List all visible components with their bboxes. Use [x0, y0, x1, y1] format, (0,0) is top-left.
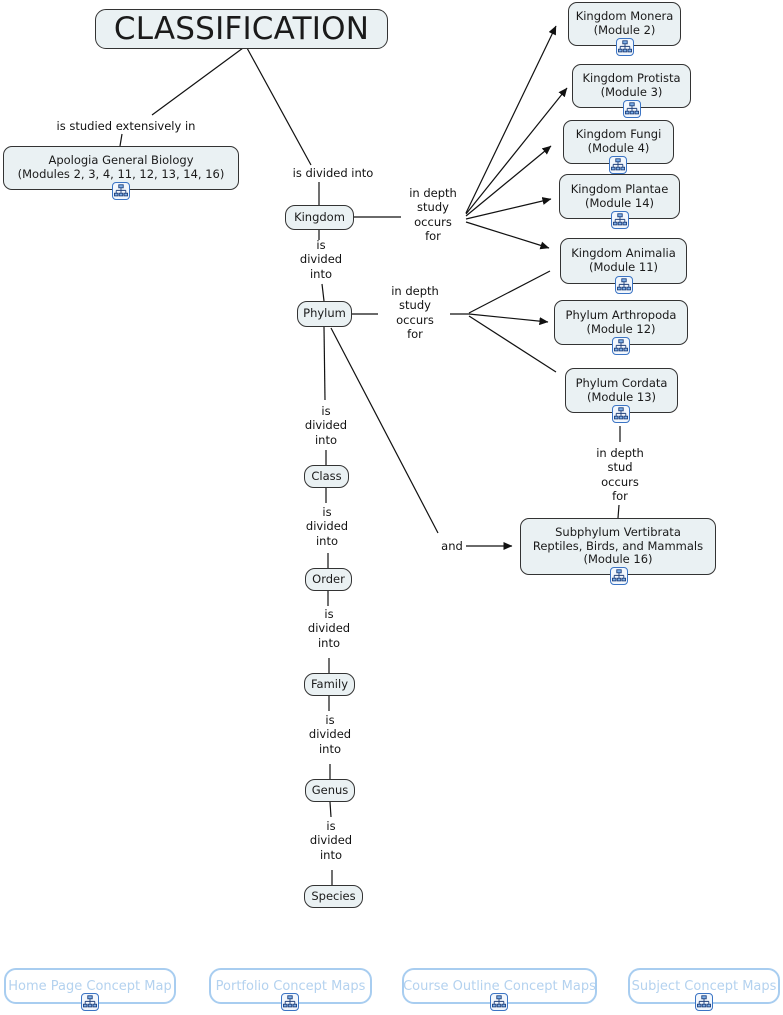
node-order[interactable]: Order	[305, 568, 352, 591]
node-kingdom[interactable]: Kingdom	[285, 205, 354, 230]
node-kingdom-monera-line2: (Module 2)	[593, 23, 656, 37]
node-phylum-arthropoda-line2: (Module 12)	[586, 321, 656, 336]
concept-map-icon[interactable]	[112, 182, 130, 200]
node-kingdom-fungi-line1: Kingdom Fungi	[575, 127, 662, 142]
link-label-phylum-in-depth: in depth study occurs for	[391, 284, 439, 341]
node-phylum-cordata-line1: Phylum Cordata	[575, 375, 668, 390]
nav-button-label: Portfolio Concept Maps	[215, 978, 366, 994]
node-kingdom-monera[interactable]: Kingdom Monera (Module 2)	[568, 2, 681, 46]
edge-phylum-class-a	[323, 326, 326, 401]
concept-map-icon[interactable]	[612, 337, 630, 355]
edge-depth-animalia	[465, 221, 550, 250]
node-kingdom-plantae-line1: Kingdom Plantae	[570, 181, 669, 196]
edge-hub2-cordata	[468, 315, 557, 373]
node-kingdom-animalia-line1: Kingdom Animalia	[571, 246, 676, 261]
node-family[interactable]: Family	[304, 673, 355, 696]
link-label-kingdom-phylum: is divided into	[299, 238, 343, 281]
link-label-divided-into: is divided into	[292, 166, 374, 180]
link-label-class-order: is divided into	[305, 505, 349, 548]
node-classification[interactable]: CLASSIFICATION	[95, 9, 388, 49]
node-kingdom-monera-line1: Kingdom Monera	[575, 9, 674, 24]
node-kingdom-protista-line1: Kingdom Protista	[582, 71, 681, 86]
edge-depthlabel-vertibrata	[617, 504, 620, 519]
node-classification-label: CLASSIFICATION	[113, 10, 370, 47]
node-phylum-cordata-line2: (Module 13)	[586, 389, 657, 404]
node-species[interactable]: Species	[304, 885, 363, 908]
edge-classification-divided	[246, 47, 312, 166]
concept-map-icon[interactable]	[81, 993, 99, 1011]
node-genus[interactable]: Genus	[305, 779, 355, 802]
node-kingdom-plantae-line2: (Module 14)	[584, 195, 655, 210]
edge-depth-monera	[465, 25, 557, 214]
nav-button-course-outline-concept-maps[interactable]: Course Outline Concept Maps	[402, 968, 597, 1004]
node-phylum-label: Phylum	[303, 306, 346, 321]
node-family-label: Family	[311, 676, 349, 691]
concept-map-icon[interactable]	[490, 993, 508, 1011]
node-phylum-arthropoda-line1: Phylum Arthropoda	[565, 307, 677, 322]
edge-hub2-animalia	[468, 270, 551, 314]
concept-map-icon[interactable]	[610, 567, 628, 585]
node-apologia-line1: Apologia General Biology	[48, 153, 194, 168]
link-label-and: and	[441, 539, 463, 553]
link-label-order-family: is divided into	[307, 607, 351, 650]
node-kingdom-animalia-line2: (Module 11)	[588, 260, 659, 274]
node-phylum[interactable]: Phylum	[297, 301, 352, 327]
edge-hub2-arthropoda	[468, 313, 549, 326]
nav-button-label: Home Page Concept Map	[8, 978, 172, 994]
node-subphylum-vertibrata-line1: Subphylum Vertibrata	[555, 525, 681, 540]
node-kingdom-protista-line2: (Module 3)	[600, 85, 663, 99]
edge-depth-protista	[465, 87, 568, 215]
node-phylum-arthropoda[interactable]: Phylum Arthropoda (Module 12)	[554, 300, 688, 345]
link-label-kingdom-in-depth: in depth study occurs for	[409, 186, 457, 243]
edge-depth-fungi	[465, 145, 552, 217]
node-genus-label: Genus	[311, 782, 349, 797]
edge-classification-studied	[151, 47, 244, 116]
concept-map-icon[interactable]	[615, 276, 633, 294]
node-kingdom-fungi-line2: (Module 4)	[587, 141, 650, 155]
node-species-label: Species	[311, 888, 356, 903]
node-class-label: Class	[311, 468, 342, 483]
node-subphylum-vertibrata-line2: Reptiles, Birds, and Mammals	[532, 538, 704, 553]
node-kingdom-label: Kingdom	[294, 209, 345, 224]
node-order-label: Order	[312, 571, 345, 586]
nav-button-label: Course Outline Concept Maps	[403, 978, 596, 994]
link-label-genus-species: is divided into	[309, 819, 353, 862]
concept-map-icon[interactable]	[623, 100, 641, 118]
concept-map-icon[interactable]	[695, 993, 713, 1011]
edge-depth-plantae	[465, 197, 552, 220]
node-class[interactable]: Class	[304, 465, 349, 488]
edge-phylum-and	[330, 327, 439, 534]
edge-kingdom-phylum-b	[321, 283, 325, 302]
node-subphylum-vertibrata-line3: (Module 16)	[583, 552, 653, 567]
concept-map-icon[interactable]	[612, 405, 630, 423]
edge-studied-apologia	[119, 133, 123, 147]
link-label-phylum-class: is divided into	[304, 404, 348, 447]
node-kingdom-fungi[interactable]: Kingdom Fungi (Module 4)	[563, 120, 674, 164]
node-apologia-line2: (Modules 2, 3, 4, 11, 12, 13, 14, 16)	[17, 167, 225, 181]
link-label-cordata-in-depth: in depth stud occurs for	[596, 446, 644, 503]
nav-button-label: Subject Concept Maps	[631, 978, 777, 994]
concept-map-icon[interactable]	[609, 156, 627, 174]
edge-genus-species-a	[329, 801, 332, 818]
concept-map-icon[interactable]	[611, 211, 629, 229]
node-subphylum-vertibrata[interactable]: Subphylum Vertibrata Reptiles, Birds, an…	[520, 518, 716, 575]
concept-map-icon[interactable]	[616, 38, 634, 56]
link-label-studied-in: is studied extensively in	[56, 119, 196, 133]
link-label-family-genus: is divided into	[308, 713, 352, 756]
concept-map-icon[interactable]	[281, 993, 299, 1011]
